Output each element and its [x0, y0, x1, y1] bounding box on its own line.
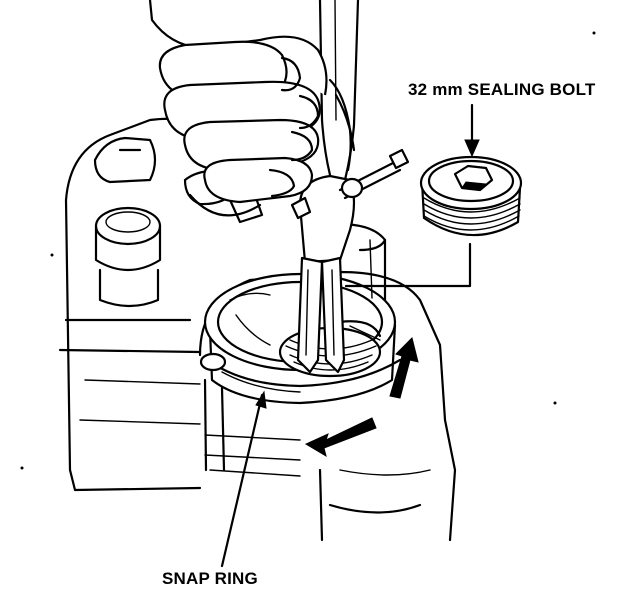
bolt-leader-line	[344, 103, 480, 288]
snap-ring-label: SNAP RING	[162, 569, 258, 588]
snap-ring-pliers	[290, 0, 410, 374]
rotation-arrow-left	[304, 417, 377, 458]
snap-ring-leader-line	[220, 390, 267, 568]
sealing-bolt	[419, 155, 523, 237]
rotation-arrow-right	[389, 337, 419, 399]
sealing-bolt-label: 32 mm SEALING BOLT	[408, 80, 596, 99]
hand	[148, 0, 328, 217]
